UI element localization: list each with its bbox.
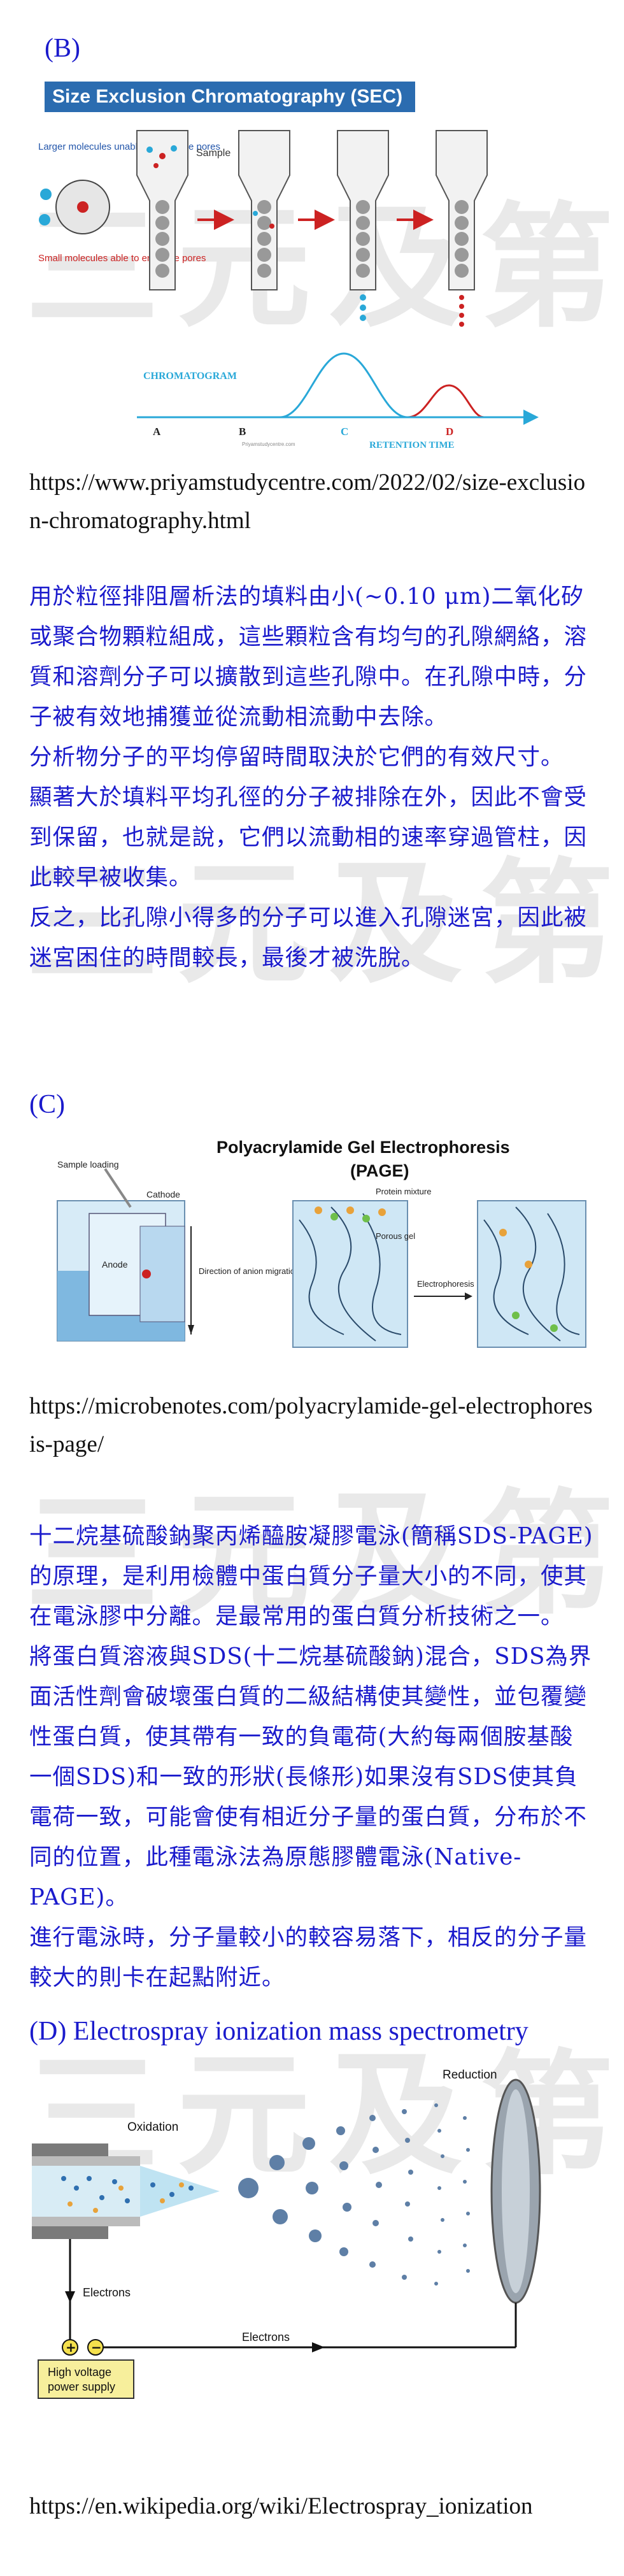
protein-mixture-label: Protein mixture xyxy=(376,1187,431,1196)
oxidation-label: Oxidation xyxy=(127,2121,178,2134)
electrophoresis-tank xyxy=(57,1168,194,1342)
gel-before xyxy=(292,1200,408,1348)
section-b-text: 用於粒徑排阻層析法的填料由小(~0.10 μm)二氧化矽或聚合物顆粒組成，這些顆… xyxy=(29,576,596,978)
page-title: Polyacrylamide Gel Electrophoresis xyxy=(216,1138,510,1157)
sample-label: Sample xyxy=(196,148,230,159)
paragraph: 將蛋白質溶液與SDS(十二烷基硫酸鈉)混合，SDS為界面活性劑會破壞蛋白質的二級… xyxy=(29,1643,592,1910)
peak-c xyxy=(280,352,408,419)
pore-dot xyxy=(77,201,89,213)
porous-gel-label: Porous gel xyxy=(376,1231,415,1241)
paragraph: 反之，比孔隙小得多的分子可以進入孔隙迷宮，因此被迷宮困住的時間較長，最後才被洗脫… xyxy=(29,905,588,971)
peak-label: A xyxy=(153,426,161,438)
paragraph: 分析物分子的平均停留時間取決於它們的有效尺寸。 xyxy=(29,744,564,770)
gel-after xyxy=(477,1200,586,1348)
capillary xyxy=(32,2143,220,2239)
svg-text:−: − xyxy=(91,2340,102,2355)
source-link-b[interactable]: https://www.priyamstudycentre.com/2022/0… xyxy=(29,469,586,534)
sec-figure: Larger molecules unable to enter the por… xyxy=(38,130,539,449)
peak-label: C xyxy=(341,426,348,438)
arrow-down-icon xyxy=(65,2291,75,2303)
esi-figure: Reduction Oxidation xyxy=(32,2068,541,2399)
power-supply-line1: High voltage xyxy=(48,2366,111,2379)
page-subtitle: (PAGE) xyxy=(350,1161,409,1180)
column-2 xyxy=(238,130,290,290)
source-link-d[interactable]: https://en.wikipedia.org/wiki/Electrospr… xyxy=(29,2493,533,2519)
retention-time-label: RETENTION TIME xyxy=(369,440,455,449)
direction-label: Direction of anion migration xyxy=(199,1266,299,1276)
section-b-label: (B) xyxy=(45,34,80,63)
credit-label: Priyamstudycentre.com xyxy=(242,441,295,447)
sample-loading-label: Sample loading xyxy=(57,1159,119,1170)
source-link-c[interactable]: https://microbenotes.com/polyacrylamide-… xyxy=(29,1393,593,1457)
electrons-bottom-label: Electrons xyxy=(242,2331,290,2343)
plus-terminal xyxy=(62,2339,78,2356)
peak-label: D xyxy=(446,426,453,438)
power-supply-line2: power supply xyxy=(48,2380,115,2393)
power-supply-box xyxy=(38,2359,134,2399)
reduction-label: Reduction xyxy=(443,2068,497,2082)
column-4 xyxy=(436,130,488,327)
molecule-large xyxy=(40,189,52,200)
column-1 xyxy=(136,130,188,290)
minus-terminal xyxy=(87,2339,104,2356)
paragraph: 用於粒徑排阻層析法的填料由小(~0.10 μm)二氧化矽或聚合物顆粒組成，這些顆… xyxy=(29,583,588,730)
paragraph: 顯著大於填料平均孔徑的分子被排除在外，因此不會受到保留，也就是說，它們以流動相的… xyxy=(29,784,588,891)
section-c-label: (C) xyxy=(29,1090,65,1119)
molecule-large xyxy=(39,214,50,225)
peak-d xyxy=(407,384,485,419)
arrow-right-icon xyxy=(312,2342,325,2352)
page-figure: Polyacrylamide Gel Electrophoresis (PAGE… xyxy=(57,1138,586,1348)
electrons-left-label: Electrons xyxy=(83,2286,131,2299)
electrophoresis-label: Electrophoresis xyxy=(417,1279,474,1289)
chromatogram-label: CHROMATOGRAM xyxy=(143,371,237,382)
spray-plume xyxy=(238,2103,470,2286)
paragraph: 十二烷基硫酸鈉聚丙烯醯胺凝膠電泳(簡稱SDS-PAGE)的原理，是利用檢體中蛋白… xyxy=(29,1523,593,1629)
small-molecules-label: Small molecules able to enter the pores xyxy=(38,253,206,264)
column-3 xyxy=(337,130,389,321)
section-c-text: 十二烷基硫酸鈉聚丙烯醯胺凝膠電泳(簡稱SDS-PAGE)的原理，是利用檢體中蛋白… xyxy=(29,1516,596,1998)
anode-label: Anode xyxy=(102,1259,128,1270)
svg-text:+: + xyxy=(66,2340,76,2355)
cathode-label: Cathode xyxy=(146,1189,180,1199)
paragraph: 進行電泳時，分子量較小的較容易落下，相反的分子量較大的則卡在起點附近。 xyxy=(29,1924,588,1991)
peak-label: B xyxy=(239,426,246,438)
section-d-label: (D) Electrospray ionization mass spectro… xyxy=(29,2017,528,2046)
larger-molecules-label: Larger molecules unable to enter the por… xyxy=(38,141,220,152)
sec-figure-banner: Size Exclusion Chromatography (SEC) xyxy=(45,82,415,112)
